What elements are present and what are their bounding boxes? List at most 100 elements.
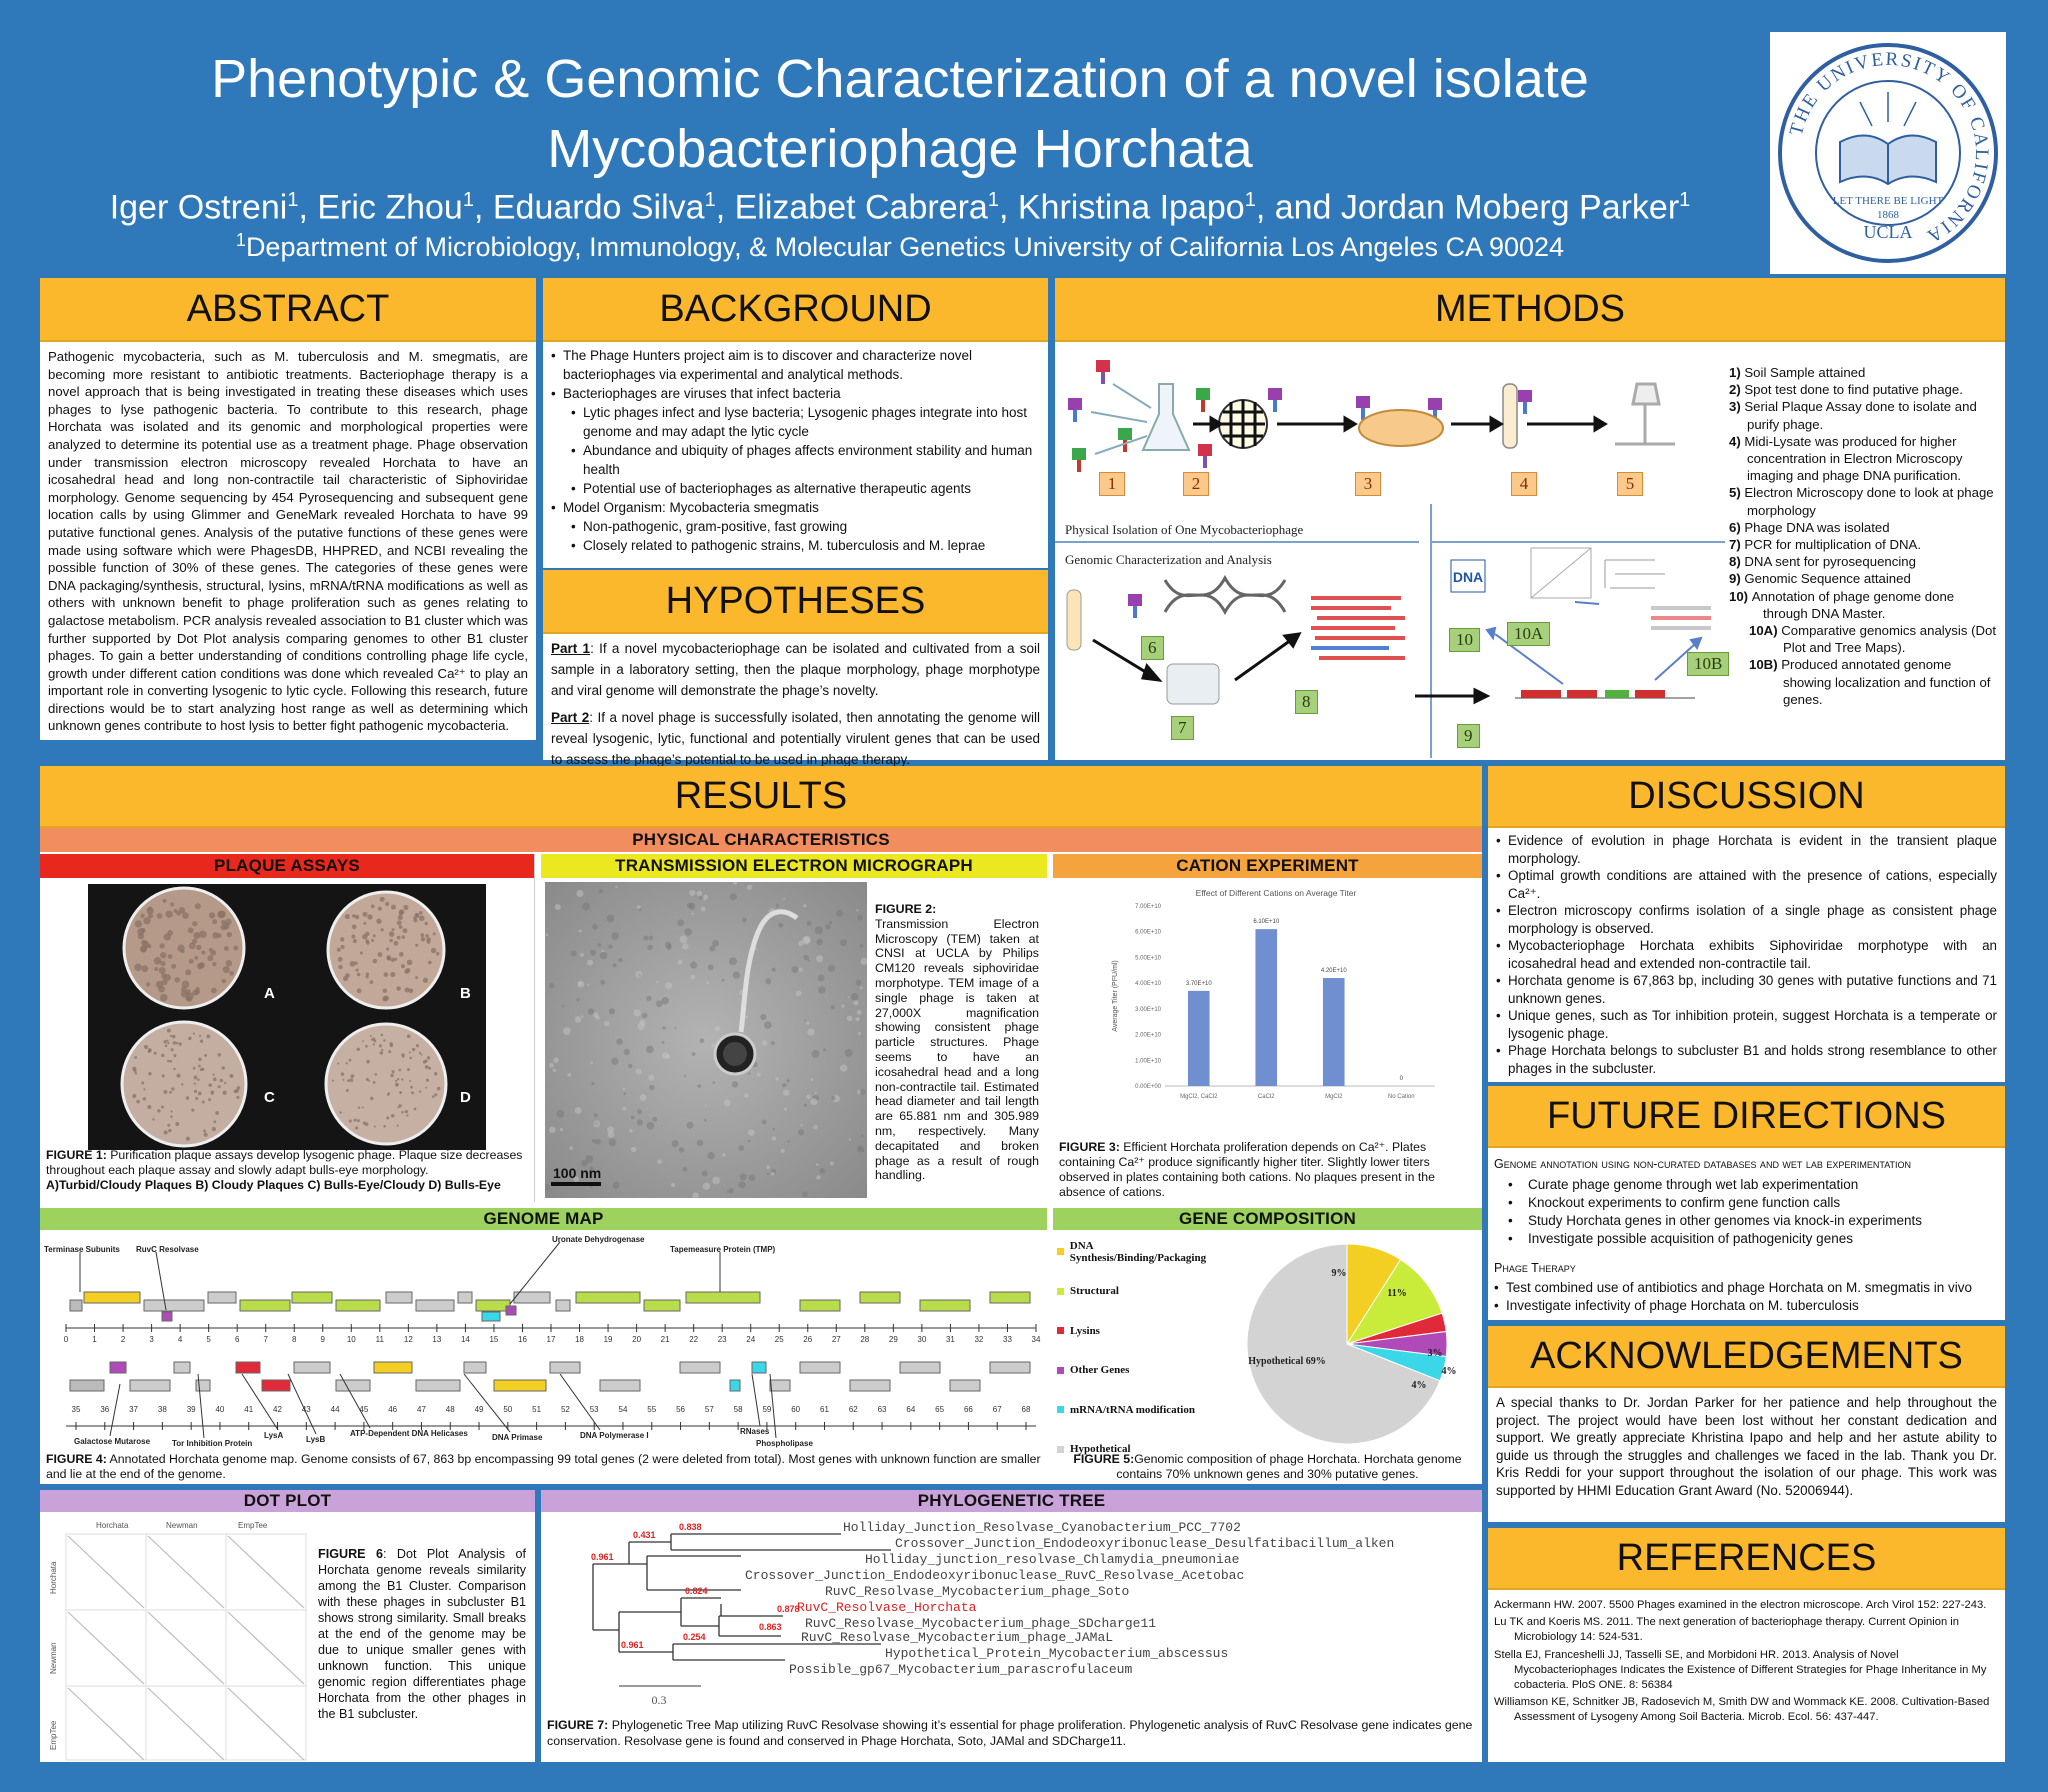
plaque-label-b: B	[460, 985, 471, 1002]
ruler-tick-label: 51	[532, 1405, 541, 1414]
ruler-tick-label: 40	[215, 1405, 224, 1414]
background-item: Model Organism: Mycobacteria smegmatis	[551, 498, 1040, 517]
gene-block	[679, 1361, 721, 1374]
ruler-tick-label: 36	[100, 1405, 109, 1414]
genome-top-label: RuvC Resolvase	[136, 1245, 199, 1254]
genome-bottom-label: LysB	[306, 1435, 325, 1444]
x-tick-label: CaCl2	[1258, 1094, 1275, 1100]
ruler-tick-label: 16	[518, 1335, 527, 1344]
method-step: 4) Midi-Lysate was produced for higher c…	[1729, 433, 2001, 485]
method-step-number: 1)	[1729, 365, 1745, 380]
gene-block	[261, 1379, 291, 1392]
abstract-text: Pathogenic mycobacteria, such as M. tube…	[48, 349, 528, 734]
ruler-tick-label: 52	[561, 1405, 570, 1414]
ruler-tick-label: 2	[121, 1335, 126, 1344]
gene-block	[481, 1311, 501, 1322]
author-separator: ,	[473, 188, 493, 227]
gene-block	[129, 1379, 171, 1392]
dot-plot-heading: DOT PLOT	[40, 1490, 535, 1512]
tree-leaf-label: Holliday_Junction_Resolvase_Cyanobacteri…	[843, 1520, 1241, 1535]
author-name: Elizabet Cabrera	[734, 188, 988, 227]
hypothesis-part2: Part 2: If a novel phage is successfully…	[551, 707, 1040, 770]
discussion-list: Evidence of evolution in phage Horchata …	[1488, 828, 2005, 1081]
phylo-tree-figure: Holliday_Junction_Resolvase_Cyanobacteri…	[541, 1512, 1482, 1712]
phylo-tree-svg: Holliday_Junction_Resolvase_Cyanobacteri…	[591, 1520, 1394, 1707]
author-separator: , and	[1255, 188, 1341, 227]
pie-label: 4%	[1412, 1380, 1427, 1391]
ruler-tick-label: 1	[92, 1335, 97, 1344]
gene-block	[513, 1291, 551, 1304]
genome-map-heading: GENOME MAP	[40, 1208, 1047, 1230]
genome-bottom-label: DNA Polymerase I	[580, 1431, 649, 1440]
genome-bottom-label: DNA Primase	[492, 1433, 543, 1442]
plaque-photo: A B C D	[88, 884, 486, 1150]
tree-leaf-label: Possible_gp67_Mycobacterium_parascrofula…	[789, 1662, 1132, 1677]
ruler-tick-label: 15	[489, 1335, 498, 1344]
legend-swatch	[1057, 1248, 1064, 1256]
cation-bar	[1187, 990, 1210, 1086]
ruler-tick-label: 17	[547, 1335, 556, 1344]
gene-block	[751, 1361, 767, 1374]
discussion-item: Horchata genome is 67,863 bp, including …	[1496, 972, 1997, 1007]
author-affiliation-sup: 1	[462, 189, 474, 211]
y-tick-label: 0.00E+00	[1135, 1084, 1162, 1090]
future-item: Test combined use of antibiotics and pha…	[1494, 1279, 1999, 1297]
tem-panel: TRANSMISSION ELECTRON MICROGRAPH 100 nm …	[541, 854, 1047, 1202]
gene-block	[859, 1291, 901, 1304]
gene-block	[599, 1379, 641, 1392]
ruler-tick-label: 58	[734, 1405, 743, 1414]
spot-test-grid-icon	[1218, 399, 1268, 449]
future-item: Study Horchata genes in other genomes vi…	[1508, 1212, 1999, 1230]
gene-block	[643, 1299, 681, 1312]
dna-master-logo	[1450, 559, 1486, 593]
methods-diagram: Physical Isolation of One Mycobacterioph…	[1055, 344, 1730, 758]
author-list: Iger Ostreni1, Eric Zhou1, Eduardo Silva…	[40, 178, 1760, 229]
gene-block	[109, 1361, 127, 1374]
bootstrap-value: 0.838	[679, 1522, 702, 1532]
cation-heading: CATION EXPERIMENT	[1053, 854, 1482, 878]
gene-block	[143, 1299, 205, 1312]
ruler-tick-label: 11	[376, 1335, 385, 1344]
microscope-icon	[1615, 382, 1675, 446]
genome-top-label: Tapemeasure Protein (TMP)	[670, 1245, 776, 1254]
ruler-tick-label: 21	[661, 1335, 670, 1344]
ruler-tick-label: 4	[178, 1335, 183, 1344]
background-list: The Phage Hunters project aim is to disc…	[543, 342, 1048, 559]
method-step: 7) PCR for multiplication of DNA.	[1729, 536, 2001, 553]
future-list2: Test combined use of antibiotics and pha…	[1494, 1279, 1999, 1315]
phage-tail	[738, 909, 799, 1033]
dot-axis-left-horchata: Horchata	[49, 1561, 58, 1594]
pie-label: Hypothetical 69%	[1248, 1356, 1326, 1367]
ruler-tick-label: 13	[432, 1335, 441, 1344]
ruler-tick-label: 12	[404, 1335, 413, 1344]
plaque-plate-d	[324, 1022, 448, 1146]
y-tick-label: 1.00E+10	[1135, 1058, 1162, 1064]
genomic-arrows	[1092, 632, 1491, 705]
hypothesis-part2-text: : If a novel phage is successfully isola…	[551, 710, 1040, 767]
method-step-number: 6)	[1729, 519, 1745, 535]
gene-block	[207, 1291, 237, 1304]
gene-block	[385, 1291, 413, 1304]
method-step-box: 2	[1183, 472, 1209, 496]
method-step-number: 5)	[1729, 485, 1745, 501]
pie-legend-item: Lysins	[1057, 1311, 1227, 1351]
ruler-tick-label: 6	[235, 1335, 240, 1344]
bootstrap-value: 0.878	[777, 1604, 800, 1614]
plaque-assays-panel: PLAQUE ASSAYS A B C D FIGURE 1: Purifica…	[40, 854, 535, 1202]
ruler-tick-label: 3	[149, 1335, 154, 1344]
method-step-box: 10	[1449, 628, 1480, 652]
x-tick-label: No Cation	[1388, 1094, 1415, 1100]
future-list1: Curate phage genome through wet lab expe…	[1494, 1176, 1999, 1248]
chart-y-label: Average Titer (PFU/ml)	[1112, 960, 1119, 1031]
gene-block	[463, 1361, 487, 1374]
tree-leaf-label: Holliday_junction_resolvase_Chlamydia_pn…	[865, 1552, 1239, 1567]
gene-composition-pie: 9%11%3%4%4%Hypothetical 69%	[1246, 1243, 1457, 1445]
plaque-label-a: A	[264, 985, 275, 1002]
future-item: Investigate infectivity of phage Horchat…	[1494, 1297, 1999, 1315]
ruler-tick-label: 5	[206, 1335, 211, 1344]
ruler-tick-label: 56	[676, 1405, 685, 1414]
hypotheses-text: Part 1: If a novel mycobacteriophage can…	[543, 634, 1048, 774]
dot-axis-top-emptee: EmpTee	[238, 1521, 268, 1530]
cation-bar	[1322, 978, 1345, 1086]
author-affiliation-sup: 1	[1244, 189, 1256, 211]
